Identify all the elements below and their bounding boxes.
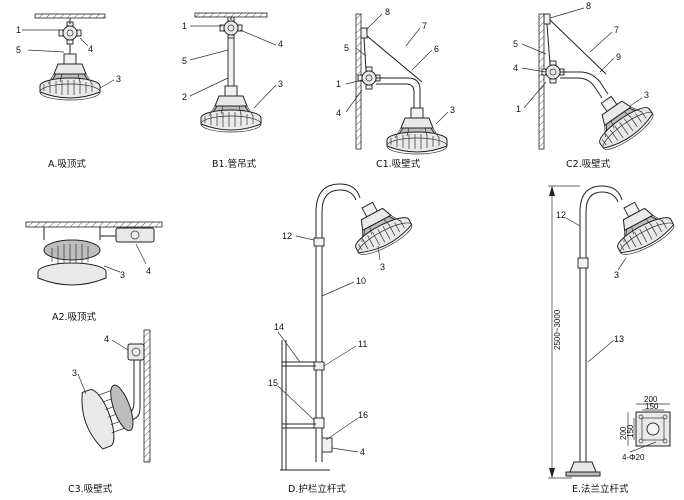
label-12: 12 [556,210,566,220]
height-dimension: 2500~3000 [553,309,562,350]
label-4: 4 [88,44,93,54]
label-3: 3 [278,79,283,89]
label-1: 1 [182,21,187,31]
panel-c2: 8 7 5 9 4 1 3 C2.吸壁式 [513,1,658,170]
label-12: 12 [282,231,292,241]
caption-d: D.护栏立杆式 [288,483,346,495]
flange-height-outer: 200 [619,426,628,440]
label-16: 16 [358,410,368,420]
flange-height-inner: 150 [626,424,635,438]
label-9: 9 [616,52,621,62]
panel-c1: 8 7 5 6 1 4 3 C1.吸壁式 [336,7,455,170]
label-2: 2 [182,92,187,102]
panel-a2: 3 4 A2.吸顶式 [25,221,163,323]
label-3: 3 [120,270,125,280]
panel-e: 2500~3000 12 3 13 E.法兰立杆式 [548,185,678,495]
label-4: 4 [336,108,341,118]
flange-width-outer: 200 [644,395,658,404]
label-4: 4 [104,334,109,344]
label-7: 7 [614,25,619,35]
label-4: 4 [360,447,365,457]
label-8: 8 [586,1,591,11]
caption-a: A.吸顶式 [48,158,86,170]
label-3: 3 [380,262,385,272]
label-3: 3 [644,90,649,100]
label-10: 10 [356,276,366,286]
label-1: 1 [336,79,341,89]
panel-d: 12 3 10 14 11 15 16 4 D.护栏立杆式 [268,183,416,495]
label-13: 13 [614,334,624,344]
label-4: 4 [513,63,518,73]
label-3: 3 [116,74,121,84]
label-5: 5 [182,56,187,66]
label-11: 11 [358,339,367,349]
label-15: 15 [268,378,278,388]
holes-spec: 4-Φ20 [622,453,645,462]
caption-a2: A2.吸顶式 [52,311,97,323]
label-1: 1 [16,25,21,35]
caption-c3: C3.吸壁式 [68,483,113,495]
panel-b1: 1 5 2 4 3 B1.管吊式 [182,12,283,170]
label-4: 4 [146,266,151,276]
label-5: 5 [344,43,349,53]
flange-width-inner: 150 [645,402,659,411]
label-14: 14 [274,322,284,332]
panel-c3: 4 3 C3.吸壁式 [68,329,151,495]
label-8: 8 [385,7,390,17]
caption-b1: B1.管吊式 [212,158,257,170]
caption-c1: C1.吸壁式 [376,158,421,170]
label-5: 5 [16,45,21,55]
label-3: 3 [450,105,455,115]
label-4: 4 [278,39,283,49]
panel-a: 1 5 4 3 A.吸顶式 [16,13,121,170]
caption-c2: C2.吸壁式 [566,158,611,170]
label-6: 6 [434,44,439,54]
caption-e: E.法兰立杆式 [572,483,629,495]
label-7: 7 [422,21,427,31]
label-3: 3 [614,270,619,280]
label-5: 5 [513,39,518,49]
flange-detail: 200 150 200 150 4-Φ20 [619,395,671,462]
label-1: 1 [516,104,521,114]
label-3: 3 [72,368,77,378]
